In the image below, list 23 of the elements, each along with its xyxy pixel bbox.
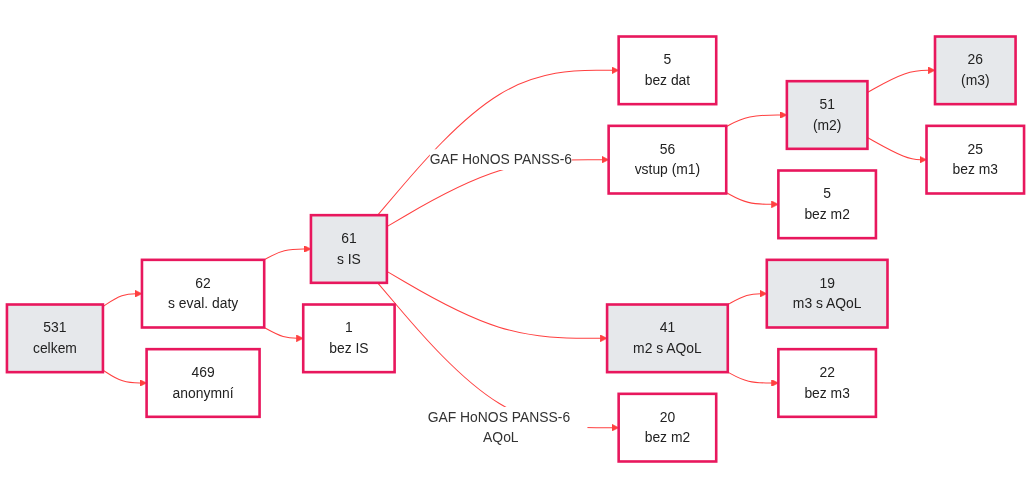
edge-label: GAF HoNOS PANSS-6 xyxy=(429,151,573,167)
arrow xyxy=(263,326,304,343)
node-box: 1 bez IS xyxy=(301,303,396,374)
arrow xyxy=(386,270,608,343)
node-box: 20 bez m2 xyxy=(617,392,718,463)
arrow xyxy=(102,369,147,387)
node-box: 61 s IS xyxy=(309,213,389,285)
node-box: 56 vstup (m1) xyxy=(607,124,728,195)
node-box: 469 anonymní xyxy=(145,347,261,419)
node-box: 51 (m2) xyxy=(785,79,869,151)
node-box: 25 bez m3 xyxy=(925,124,1026,195)
edge-label: GAF HoNOS PANSS-6 AQoL xyxy=(427,409,571,446)
arrow xyxy=(727,371,779,387)
node-box: 41 m2 s AQoL xyxy=(605,303,730,374)
node-box: 19 m3 s AQoL xyxy=(765,258,889,329)
node-box: 5 bez dat xyxy=(617,35,718,106)
arrow xyxy=(377,66,619,216)
arrow xyxy=(725,192,779,209)
node-box: 22 bez m3 xyxy=(777,347,878,419)
node-box: 5 bez m2 xyxy=(777,169,878,240)
node-box: 26 (m3) xyxy=(933,35,1017,106)
node-box: 531 celkem xyxy=(5,303,105,374)
node-box: 62 s eval. daty xyxy=(140,258,266,329)
